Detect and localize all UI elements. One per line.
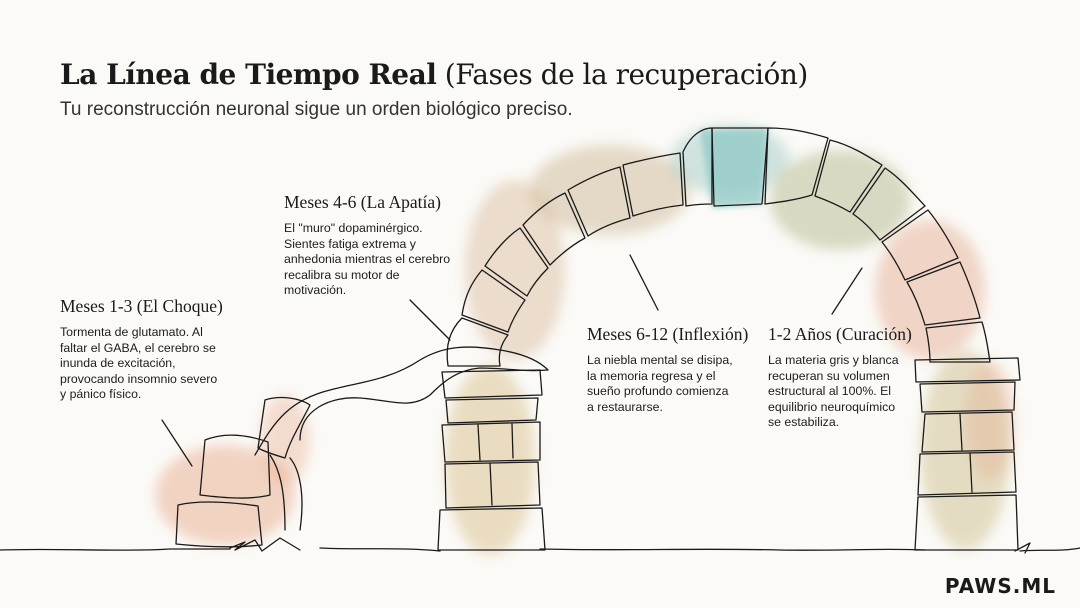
phase-description: La materia gris y blanca recuperan su vo…: [768, 353, 899, 429]
phase-title: Meses 1-3 (El Choque): [60, 296, 223, 316]
pointer-line-1: [161, 419, 193, 467]
right-pillar: [914, 357, 1021, 551]
phase-title: 1-2 Años (Curación): [768, 324, 912, 344]
pointer-line-2: [409, 299, 451, 341]
phase-title: Meses 6-12 (Inflexión): [587, 324, 749, 344]
pointer-line-4: [831, 267, 863, 315]
brand-logo: PAWS.ML: [944, 574, 1056, 598]
rubble-stone: [175, 501, 263, 548]
rubble-stone: [269, 454, 303, 531]
phase-4-callout: 1-2 Años (Curación) La materia gris y bl…: [768, 324, 928, 431]
phase-1-callout: Meses 1-3 (El Choque) Tormenta de glutam…: [60, 296, 260, 403]
page-subtitle: Tu reconstrucción neuronal sigue un orde…: [60, 99, 573, 120]
rubble-stone: [199, 434, 271, 499]
phase-description: La niebla mental se disipa, la memoria r…: [587, 353, 733, 414]
flow-line: [254, 346, 549, 456]
phase-description: Tormenta de glutamato. Al faltar el GABA…: [60, 325, 218, 401]
title-suffix: (Fases de la recuperación): [444, 58, 809, 91]
ground-line: [0, 547, 1080, 552]
title-main: La Línea de Tiempo Real: [60, 58, 437, 91]
phase-2-callout: Meses 4-6 (La Apatía) El "muro" dopaminé…: [284, 192, 474, 299]
arch-voussoirs: [446, 127, 991, 367]
phase-title: Meses 4-6 (La Apatía): [284, 192, 441, 212]
ground-scribble: [229, 537, 1031, 554]
keystone: [700, 128, 768, 208]
left-pillar: [437, 369, 546, 551]
rubble-stone: [257, 396, 311, 459]
page-title: La Línea de Tiempo Real (Fases de la rec…: [60, 58, 808, 91]
phase-description: El "muro" dopaminérgico. Sientes fatiga …: [284, 221, 451, 297]
phase-3-callout: Meses 6-12 (Inflexión) La niebla mental …: [587, 324, 757, 415]
pointer-line-3: [629, 254, 659, 311]
